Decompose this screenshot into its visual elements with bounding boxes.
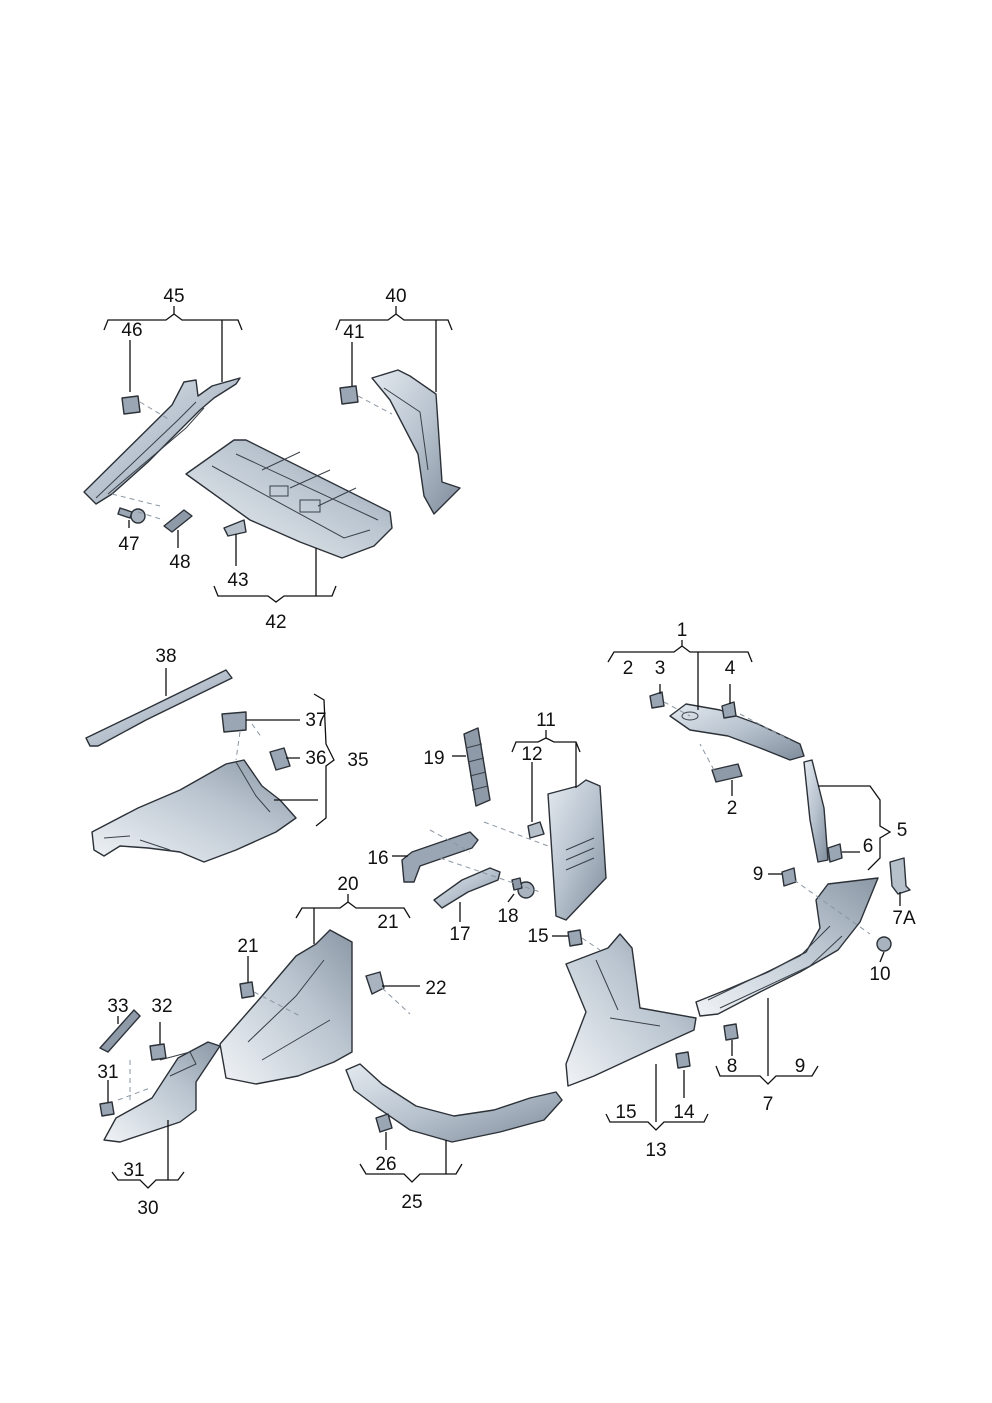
clip-8 xyxy=(723,1023,739,1041)
front-trim-30 xyxy=(103,1041,221,1143)
assembly-dash-lines xyxy=(111,395,871,1101)
callout-36: 36 xyxy=(305,748,326,769)
rear-pillar-trim-left-45 xyxy=(83,377,241,505)
callout-18: 18 xyxy=(497,906,518,927)
callout-31: 31 xyxy=(123,1160,144,1181)
callout-46: 46 xyxy=(121,320,142,341)
clip-3 xyxy=(649,691,665,709)
callout-37: 37 xyxy=(305,710,326,731)
callout-12: 12 xyxy=(521,744,542,765)
a-pillar-trim-1 xyxy=(669,703,805,761)
cover-cap-48 xyxy=(163,509,193,533)
callout-45: 45 xyxy=(163,286,184,307)
callout-48: 48 xyxy=(169,552,190,573)
clip-36 xyxy=(269,747,291,771)
callout-42: 42 xyxy=(265,612,286,633)
clip-6 xyxy=(827,843,843,863)
seat-belt-guide-19 xyxy=(463,727,491,807)
clip-32 xyxy=(149,1043,167,1061)
clip-4 xyxy=(721,701,737,719)
callout-33: 33 xyxy=(107,996,128,1017)
clip-21 xyxy=(239,981,255,999)
callout-40: 40 xyxy=(385,286,406,307)
roof-trim-strip-38 xyxy=(85,669,233,747)
callout-17: 17 xyxy=(449,924,470,945)
b-pillar-upper-11 xyxy=(547,779,607,921)
clip-15 xyxy=(567,929,583,947)
screw-47 xyxy=(117,507,146,524)
callout-10: 10 xyxy=(869,964,890,985)
callout-9: 9 xyxy=(795,1056,806,1077)
clip-26 xyxy=(375,1113,393,1133)
b-pillar-lower-13 xyxy=(565,933,697,1087)
callout-8: 8 xyxy=(727,1056,738,1077)
callout-19: 19 xyxy=(423,748,444,769)
callout-2-top: 2 xyxy=(623,658,634,679)
fastener-18 xyxy=(511,877,535,899)
callout-15: 15 xyxy=(615,1102,636,1123)
trim-clip-46 xyxy=(121,395,141,415)
leader-lines xyxy=(103,306,901,1189)
callout-1: 1 xyxy=(677,620,688,641)
kick-panel-20 xyxy=(219,929,353,1085)
clip-31 xyxy=(99,1101,115,1117)
callout-31-top: 31 xyxy=(97,1062,118,1083)
clip-12 xyxy=(527,821,545,839)
rear-pillar-trim-right-40 xyxy=(371,369,461,515)
bracket-7A xyxy=(889,857,911,895)
callout-9-top: 9 xyxy=(753,864,764,885)
callout-32: 32 xyxy=(151,996,172,1017)
callout-30: 30 xyxy=(137,1198,158,1219)
retaining-clip-43 xyxy=(223,519,247,537)
callout-20: 20 xyxy=(337,874,358,895)
side-panel-trim-35 xyxy=(91,759,297,863)
sill-trim-25 xyxy=(345,1063,563,1143)
callout-3: 3 xyxy=(655,658,666,679)
callout-35: 35 xyxy=(347,750,368,771)
callout-6: 6 xyxy=(863,836,874,857)
trim-clip-41 xyxy=(339,385,359,405)
callout-14: 14 xyxy=(673,1102,695,1123)
sill-panel-7 xyxy=(695,877,879,1017)
callout-25: 25 xyxy=(401,1192,422,1213)
callout-22: 22 xyxy=(425,978,446,999)
callout-38: 38 xyxy=(155,646,176,667)
grab-handle-16 xyxy=(401,831,479,883)
callout-43: 43 xyxy=(227,570,248,591)
callout-47: 47 xyxy=(118,534,139,555)
clip-9 xyxy=(781,867,797,887)
parcel-shelf-42 xyxy=(185,439,393,559)
screw-10 xyxy=(876,936,892,952)
clip-14 xyxy=(675,1051,691,1069)
callout-2: 2 xyxy=(727,798,738,819)
callout-21-top: 21 xyxy=(377,912,398,933)
callout-21: 21 xyxy=(237,936,258,957)
callout-11: 11 xyxy=(536,710,556,731)
callout-labels: 45 46 47 48 43 42 40 41 38 37 36 35 1 2 … xyxy=(97,286,916,1219)
callout-41: 41 xyxy=(343,322,364,343)
fastener-22 xyxy=(365,971,385,995)
callout-7: 7 xyxy=(763,1094,774,1115)
handle-cover-17 xyxy=(433,867,501,909)
trim-strip-33 xyxy=(99,1009,141,1053)
pillar-strip-5 xyxy=(803,759,829,863)
clip-37 xyxy=(221,711,247,733)
callout-26: 26 xyxy=(375,1154,396,1175)
cover-2 xyxy=(711,763,743,783)
callout-4: 4 xyxy=(725,658,736,679)
callout-15-upper: 15 xyxy=(527,926,548,947)
callout-5: 5 xyxy=(897,820,908,841)
callout-7a: 7A xyxy=(892,908,916,929)
callout-13: 13 xyxy=(645,1140,666,1161)
callout-16: 16 xyxy=(367,848,388,869)
